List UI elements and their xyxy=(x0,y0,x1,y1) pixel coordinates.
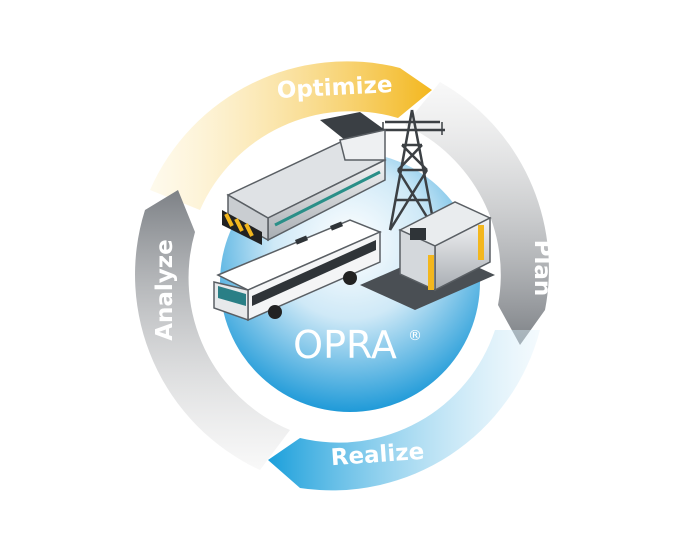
bus-icon xyxy=(213,219,382,322)
center-label: OPRA xyxy=(293,323,397,367)
registered-mark: ® xyxy=(408,328,422,344)
arrow-analyze xyxy=(135,190,290,470)
locomotive-icon xyxy=(222,112,387,245)
power-pylon-icon xyxy=(380,109,445,231)
arrow-plan xyxy=(405,82,549,345)
charging-station-icon xyxy=(360,201,495,310)
arrow-realize xyxy=(268,330,540,491)
cycle-label-analyze: Analyze xyxy=(152,239,178,341)
cycle-label-optimize: Optimize xyxy=(276,72,393,104)
arrow-optimize xyxy=(150,61,432,210)
cycle-label-plan: Plan xyxy=(529,240,555,297)
